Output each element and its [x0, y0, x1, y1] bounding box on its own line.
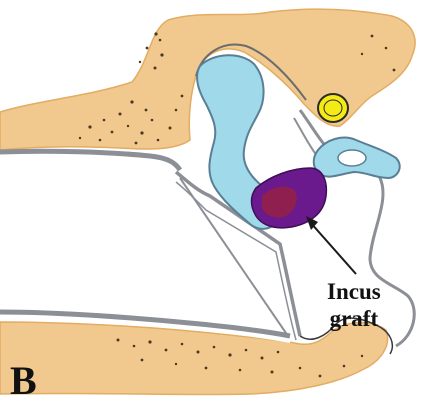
incus-graft-label: Incus graft	[327, 278, 381, 332]
canal-upper-wall-inner	[0, 159, 176, 178]
round-window	[318, 94, 348, 122]
panel-letter: B	[10, 359, 37, 403]
incus-graft-label-line2: graft	[327, 305, 381, 332]
graft-pointer-line	[310, 222, 356, 274]
stapes-opening	[338, 150, 366, 166]
incus-graft-label-line1: Incus	[327, 278, 381, 305]
lower-bone	[0, 322, 388, 395]
